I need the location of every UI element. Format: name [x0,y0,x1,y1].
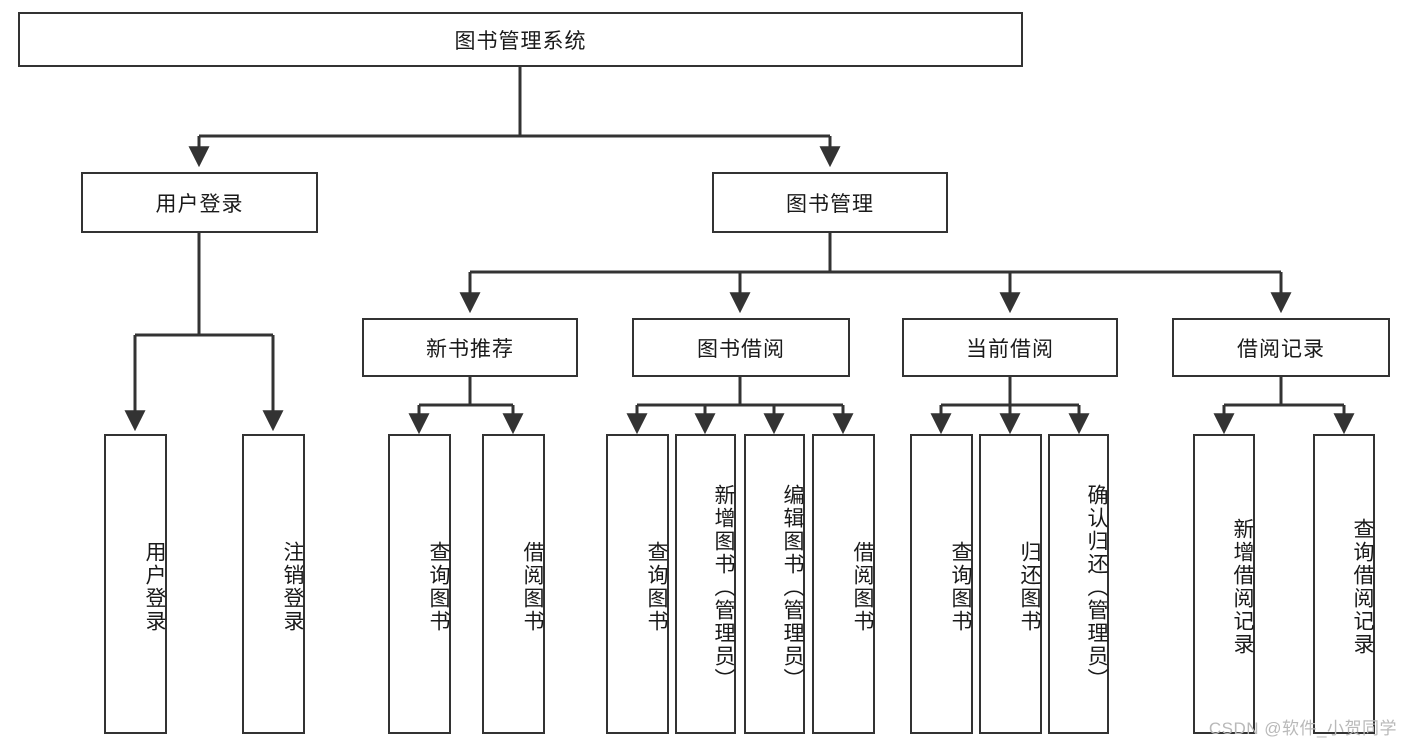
node-leaf-query-book-recommend[interactable]: 查询图书 [388,434,451,734]
node-label: 查询图书 [427,541,450,633]
node-label: 图书管理 [786,192,874,216]
node-borrow-record[interactable]: 借阅记录 [1172,318,1390,377]
node-label: 用户登录 [155,192,244,216]
node-leaf-query-book[interactable]: 查询图书 [606,434,669,734]
node-leaf-query-book-current[interactable]: 查询图书 [910,434,973,734]
node-leaf-return-book[interactable]: 归还图书 [979,434,1042,734]
node-user-login[interactable]: 用户登录 [81,172,318,233]
node-leaf-edit-book-admin[interactable]: 编辑图书（管理员） [744,434,805,734]
node-label: 借阅记录 [1237,337,1325,361]
node-label: 确认归还（管理员） [1085,483,1108,691]
node-label: 归还图书 [1018,541,1041,633]
node-label: 新增借阅记录 [1231,518,1254,656]
node-label: 查询图书 [949,541,972,633]
node-label: 新增图书（管理员） [712,483,735,691]
node-current-borrow[interactable]: 当前借阅 [902,318,1118,377]
node-label: 用户登录 [143,541,166,633]
node-label: 查询借阅记录 [1351,518,1374,656]
node-label: 当前借阅 [966,337,1054,361]
node-new-book-recommend[interactable]: 新书推荐 [362,318,578,377]
node-book-borrow[interactable]: 图书借阅 [632,318,850,377]
node-label: 图书管理系统 [454,29,587,53]
node-label: 查询图书 [645,541,668,633]
node-leaf-query-borrow-record[interactable]: 查询借阅记录 [1313,434,1375,734]
node-leaf-user-login[interactable]: 用户登录 [104,434,167,734]
node-leaf-borrow-book[interactable]: 借阅图书 [812,434,875,734]
node-label: 图书借阅 [697,337,785,361]
node-leaf-confirm-return-admin[interactable]: 确认归还（管理员） [1048,434,1109,734]
node-leaf-logout[interactable]: 注销登录 [242,434,305,734]
node-label: 编辑图书（管理员） [781,483,804,691]
node-leaf-add-book-admin[interactable]: 新增图书（管理员） [675,434,736,734]
node-label: 借阅图书 [851,541,874,633]
node-leaf-add-borrow-record[interactable]: 新增借阅记录 [1193,434,1255,734]
node-book-management[interactable]: 图书管理 [712,172,948,233]
node-label: 借阅图书 [521,541,544,633]
node-label: 注销登录 [281,541,304,633]
node-label: 新书推荐 [426,337,514,361]
node-leaf-borrow-book-recommend[interactable]: 借阅图书 [482,434,545,734]
node-root-system[interactable]: 图书管理系统 [18,12,1023,67]
